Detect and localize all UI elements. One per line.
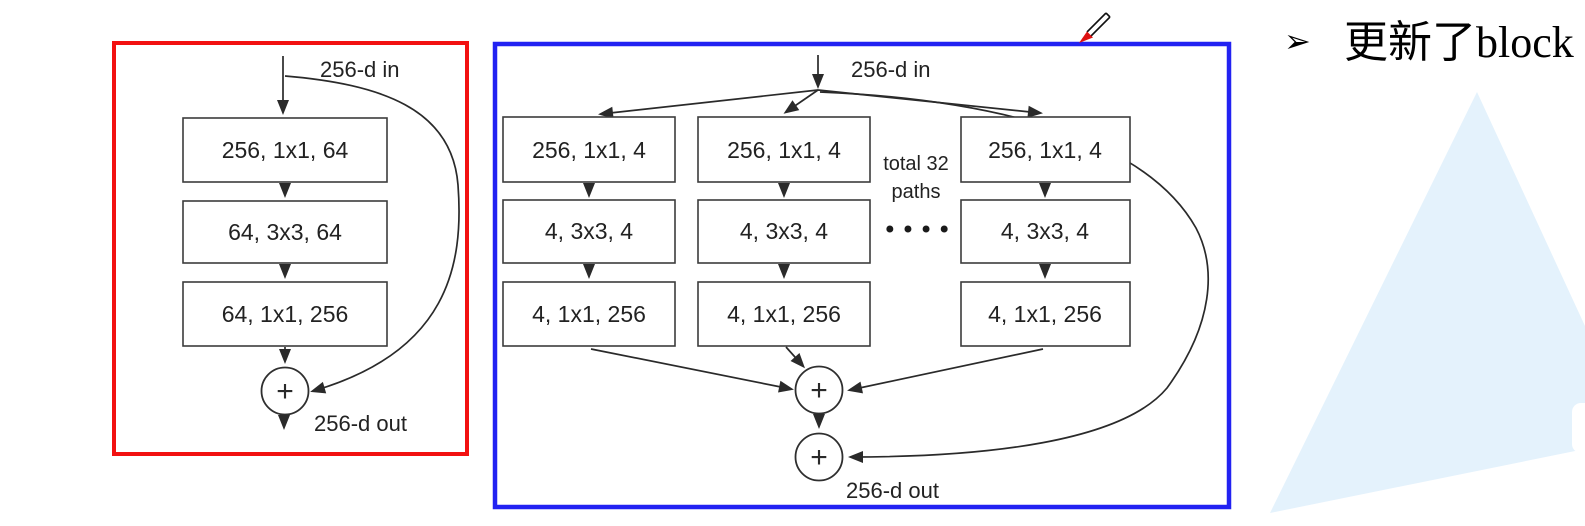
conv-layer-label: 256, 1x1, 64	[222, 137, 349, 163]
resnext-block-figure: 256-d in 256, 1x1, 4 4, 3x3, 4 4, 1x1, 2…	[492, 41, 1232, 510]
watermark-triangle	[1270, 92, 1585, 513]
conv-layer-box	[182, 117, 388, 183]
resnext-blue-frame	[492, 41, 1232, 510]
conv-layer-box	[960, 116, 1131, 183]
conv-layer-box	[697, 199, 871, 264]
slide-note-text: 更新了block	[1344, 18, 1574, 67]
conv-layer-label: 256, 1x1, 4	[727, 137, 841, 163]
resnext-input-label: 256-d in	[851, 57, 931, 82]
conv-layer-label: 256, 1x1, 4	[532, 137, 646, 163]
pencil-body-line	[1086, 12, 1107, 33]
sum-plus-sign: +	[810, 374, 828, 407]
conv-layer-label: 256, 1x1, 4	[988, 137, 1102, 163]
conv-layer-box	[960, 199, 1131, 264]
resnext-path-column: 256, 1x1, 4 4, 3x3, 4 4, 1x1, 256	[697, 116, 871, 347]
sum-plus-sign: +	[810, 441, 828, 474]
conv-layer-box	[502, 116, 676, 183]
pencil-cursor-icon	[1079, 12, 1111, 43]
sum-node	[260, 366, 310, 416]
paths-note-line2: paths	[892, 181, 941, 203]
conv-layer-box	[502, 199, 676, 264]
resnet-output-label: 256-d out	[314, 411, 407, 436]
conv-layer-label: 4, 3x3, 4	[545, 218, 633, 244]
branch-arrow	[598, 89, 819, 119]
sum-node	[794, 365, 844, 415]
resnext-path-column: 256, 1x1, 4 4, 3x3, 4 4, 1x1, 256	[502, 116, 676, 347]
resnext-path-column: 256, 1x1, 4 4, 3x3, 4 4, 1x1, 256	[960, 116, 1131, 347]
conv-layer-label: 4, 3x3, 4	[740, 218, 828, 244]
conv-layer-label: 4, 3x3, 4	[1001, 218, 1089, 244]
resnext-output-label: 256-d out	[846, 478, 939, 503]
merge-arrow	[785, 346, 806, 369]
conv-layer-box	[960, 281, 1131, 347]
conv-layer-label: 4, 1x1, 256	[727, 301, 841, 327]
conv-layer-box	[182, 281, 388, 347]
conv-layer-label: 4, 1x1, 256	[988, 301, 1102, 327]
branch-arrow	[817, 89, 1043, 118]
conv-layer-box	[182, 200, 388, 264]
conv-layer-box	[697, 116, 871, 183]
conv-layer-label: 64, 1x1, 256	[222, 301, 349, 327]
resnet-block-figure: 256-d in 256, 1x1, 64 64, 3x3, 64 64, 1x…	[112, 41, 469, 456]
pencil-tip	[1079, 31, 1093, 43]
resnet-input-label: 256-d in	[320, 57, 400, 82]
resnet-skip-connection	[284, 75, 460, 394]
branch-arrow	[783, 89, 819, 114]
merge-arrow	[847, 348, 1044, 394]
sum-node	[794, 432, 844, 482]
pencil-body-line	[1090, 16, 1111, 37]
conv-layer-box	[697, 281, 871, 347]
conv-layer-label: 64, 3x3, 64	[228, 219, 342, 245]
resnet-red-frame	[112, 41, 469, 456]
merge-arrow	[590, 348, 794, 393]
edge-floating-button[interactable]	[1572, 403, 1585, 453]
sum-plus-sign: +	[276, 375, 294, 408]
paths-note-line1: total 32	[883, 153, 949, 175]
pencil-end-line	[1105, 12, 1111, 18]
paths-ellipsis-icon: ••••	[883, 216, 956, 244]
conv-layer-box	[502, 281, 676, 347]
conv-layer-label: 4, 1x1, 256	[532, 301, 646, 327]
arrow-bullet-icon: ➢	[1284, 22, 1311, 60]
